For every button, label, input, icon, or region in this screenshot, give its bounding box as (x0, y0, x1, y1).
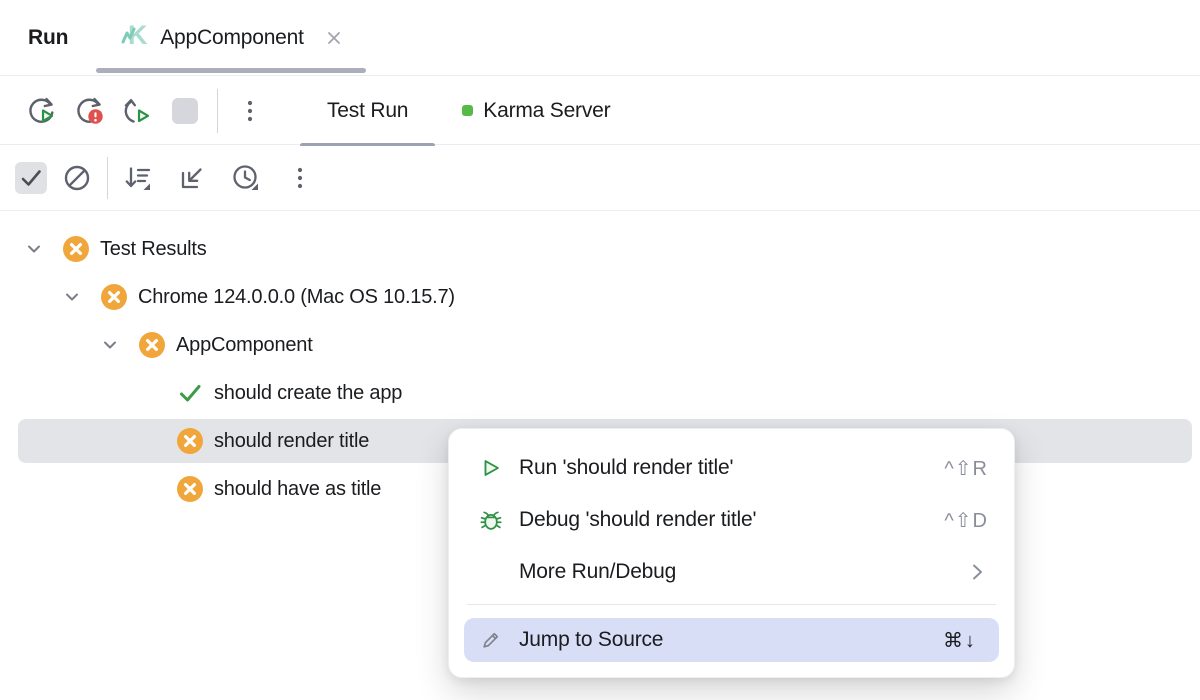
karma-icon: K (121, 20, 151, 55)
menu-shortcut: ⌘↓ (943, 629, 977, 652)
tree-row-should-have-as-title[interactable]: should have as title (0, 465, 1200, 513)
tree-label: should create the app (214, 381, 403, 404)
menu-item-label: Jump to Source (519, 628, 664, 651)
stop-button (169, 95, 201, 127)
tree-row-test-results[interactable]: Test Results (0, 225, 1200, 273)
tool-window-title: Run (28, 25, 69, 49)
menu-item-label: Run 'should render title' (519, 456, 734, 479)
chevron-spacer (138, 479, 158, 499)
tree-row-should-create-the-app[interactable]: should create the app (0, 369, 1200, 417)
menu-shortcut: ^⇧R (944, 457, 988, 480)
debug-icon (479, 507, 503, 533)
close-icon[interactable] (324, 28, 344, 48)
menu-shortcut: ^⇧D (944, 509, 988, 532)
menu-divider (467, 604, 996, 605)
menu-item-more-run-debug[interactable]: More Run/Debug (449, 546, 1014, 598)
tree-row-browser[interactable]: Chrome 124.0.0.0 (Mac OS 10.15.7) (0, 273, 1200, 321)
tree-label: AppComponent (176, 333, 313, 356)
selected-tab-indicator (96, 67, 366, 73)
test-failed-icon (177, 476, 203, 502)
console-view-tabs: Test Run Karma Server (300, 77, 637, 148)
chevron-down-icon[interactable] (62, 287, 82, 307)
server-running-dot-icon (462, 105, 474, 116)
toolbar-divider (217, 88, 218, 133)
test-failed-icon (101, 284, 127, 310)
test-failed-icon (139, 332, 165, 358)
more-options-kebab-icon[interactable] (234, 95, 266, 127)
svg-text:K: K (128, 20, 148, 50)
filter-more-kebab-icon[interactable] (284, 162, 316, 194)
rerun-button[interactable] (25, 95, 57, 127)
run-config-tab-label: AppComponent (160, 25, 304, 49)
run-toolbar: Test Run Karma Server (0, 77, 1200, 148)
selected-view-tab-indicator (300, 142, 436, 148)
test-failed-icon (177, 428, 203, 454)
menu-item-run-test[interactable]: Run 'should render title' ^⇧R (449, 442, 1014, 494)
edit-source-icon (479, 627, 503, 653)
tree-label: Chrome 124.0.0.0 (Mac OS 10.15.7) (138, 285, 455, 308)
show-passed-button[interactable] (15, 162, 47, 194)
tab-test-run[interactable]: Test Run (300, 77, 436, 148)
tree-label: should have as title (214, 477, 382, 500)
empty-icon-slot (479, 559, 503, 585)
show-ignored-button[interactable] (61, 162, 93, 194)
tree-row-suite-appcomponent[interactable]: AppComponent (0, 321, 1200, 369)
menu-item-debug-test[interactable]: Debug 'should render title' ^⇧D (449, 494, 1014, 546)
rerun-failed-tests-button[interactable] (73, 95, 105, 127)
menu-item-label: More Run/Debug (519, 560, 677, 583)
chevron-spacer (138, 383, 158, 403)
tree-label: Test Results (100, 237, 207, 260)
run-icon (479, 455, 503, 481)
chevron-right-icon (966, 560, 988, 584)
tab-karma-server[interactable]: Karma Server (435, 77, 637, 145)
tab-test-run-label: Test Run (327, 98, 409, 122)
tool-window-header: Run K AppComponent (0, 0, 1200, 76)
context-menu: Run 'should render title' ^⇧R Debug 'sho… (448, 428, 1015, 678)
chevron-spacer (138, 431, 158, 451)
sort-tests-button[interactable] (122, 162, 154, 194)
test-failed-icon (63, 236, 89, 262)
test-history-button[interactable] (230, 162, 262, 194)
test-filter-toolbar (0, 146, 1200, 211)
test-passed-icon (180, 385, 201, 402)
filter-divider (107, 157, 108, 199)
toggle-auto-test-button[interactable] (121, 95, 153, 127)
menu-item-jump-to-source[interactable]: Jump to Source ⌘↓ (464, 618, 999, 662)
tab-karma-server-label: Karma Server (483, 98, 611, 122)
chevron-down-icon[interactable] (24, 239, 44, 259)
run-config-tab[interactable]: K AppComponent (96, 0, 366, 76)
chevron-down-icon[interactable] (100, 335, 120, 355)
tree-label: should render title (214, 429, 370, 452)
import-test-results-button[interactable] (176, 162, 208, 194)
menu-item-label: Debug 'should render title' (519, 508, 757, 531)
